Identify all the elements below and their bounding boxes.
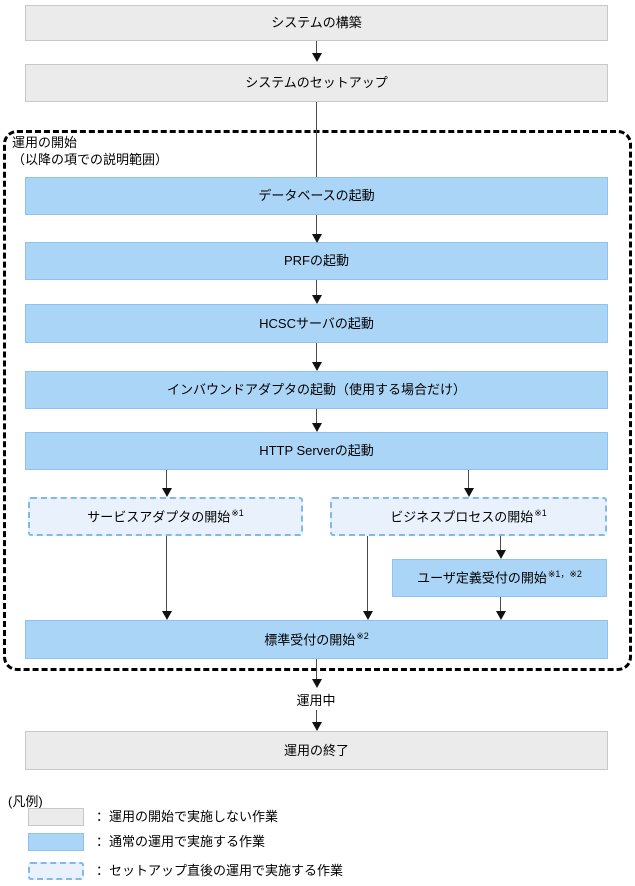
arrowhead-icon (312, 423, 322, 432)
operation-start-container-label: 運用の開始 （以降の項での説明範囲） (12, 134, 168, 168)
flow-box-label: データベースの起動 (258, 188, 375, 204)
flow-box-user-defined-reception-start: ユーザ定義受付の開始※1，※2 (392, 559, 607, 597)
flow-box-label: HTTP Serverの起動 (259, 443, 374, 459)
flow-box-label: システムの構築 (271, 15, 362, 31)
arrowhead-icon (312, 679, 322, 688)
flow-box-label: ユーザ定義受付の開始※1，※2 (417, 569, 582, 586)
flow-box-label: HCSCサーバの起動 (259, 315, 374, 331)
legend-label: ：通常の運用で実施する作業 (96, 834, 266, 849)
arrowhead-icon (312, 234, 322, 243)
flow-box-label: ビジネスプロセスの開始※1 (390, 507, 547, 524)
flow-box-label: 運用の終了 (283, 742, 349, 758)
flow-box-hcsc-server-start: HCSCサーバの起動 (25, 304, 608, 343)
arrowhead-icon (162, 611, 172, 620)
flow-box-service-adapter-start: サービスアダプタの開始※1 (28, 497, 303, 536)
arrowhead-icon (496, 611, 506, 620)
operating-label: 運用中 (296, 693, 336, 708)
legend-label: ：運用の開始で実施しない作業 (96, 809, 279, 824)
legend-swatch-gray (28, 808, 84, 826)
arrowhead-icon (363, 611, 373, 620)
flow-box-standard-reception-start: 標準受付の開始※2 (25, 620, 608, 659)
legend-label: ：セットアップ直後の運用で実施する作業 (96, 863, 344, 878)
flow-box-business-process-start: ビジネスプロセスの開始※1 (330, 497, 607, 536)
container-label-line1: 運用の開始 (12, 135, 78, 150)
flow-box-label: サービスアダプタの開始※1 (87, 507, 244, 524)
flow-box-label: インバウンドアダプタの起動（使用する場合だけ） (166, 382, 466, 398)
flow-box-label: システムのセットアップ (245, 75, 388, 91)
flow-box-system-build: システムの構築 (25, 5, 608, 41)
legend-title: (凡例) (8, 794, 43, 809)
arrowhead-icon (312, 362, 322, 371)
arrowhead-icon (312, 295, 322, 304)
flow-box-http-server-start: HTTP Serverの起動 (25, 432, 608, 470)
flow-box-operation-end: 運用の終了 (25, 731, 608, 770)
flow-box-label: PRFの起動 (283, 253, 349, 269)
container-label-line2: （以降の項での説明範囲） (12, 152, 169, 167)
footnote-marker: ※1 (231, 507, 244, 518)
arrowhead-icon (496, 550, 506, 559)
arrowhead-icon (312, 722, 322, 731)
footnote-marker: ※1，※2 (547, 569, 582, 580)
flow-box-inbound-adapter-start: インバウンドアダプタの起動（使用する場合だけ） (25, 371, 608, 409)
flow-box-label: 標準受付の開始※2 (264, 630, 369, 647)
legend-swatch-blue (28, 833, 84, 851)
operation-start-container (3, 130, 632, 671)
arrowhead-icon (464, 488, 474, 497)
arrowhead-icon (162, 488, 172, 497)
legend-swatch-dashed-blue (28, 862, 84, 880)
flow-box-system-setup: システムのセットアップ (25, 64, 608, 102)
flow-box-database-start: データベースの起動 (25, 177, 608, 215)
arrowhead-icon (312, 53, 322, 62)
flow-box-prf-start: PRFの起動 (25, 242, 608, 280)
footnote-marker: ※1 (534, 507, 547, 518)
footnote-marker: ※2 (356, 630, 369, 641)
